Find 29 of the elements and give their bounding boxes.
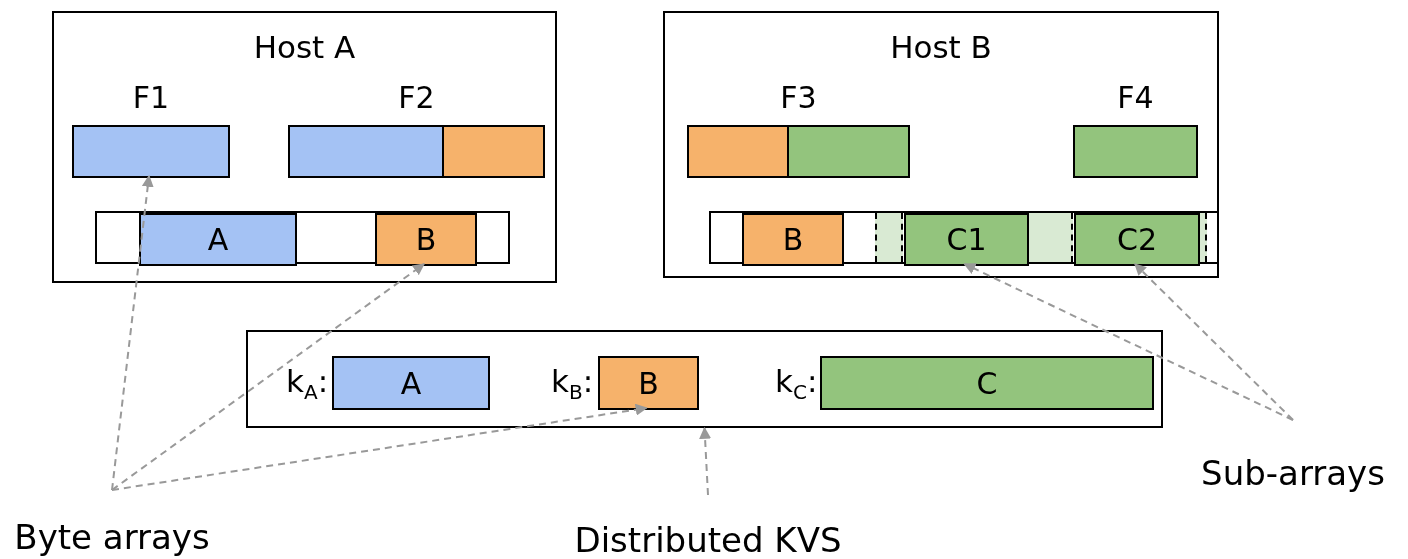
callout-label: Sub-arrays bbox=[1201, 454, 1385, 492]
key-label: k$_{B}$: bbox=[551, 366, 594, 403]
callout-label: Distributed KVS bbox=[574, 521, 842, 559]
data-block: B bbox=[598, 356, 699, 410]
callout-label: Byte arrays bbox=[14, 518, 210, 556]
store-box bbox=[246, 330, 1163, 428]
data-block: B bbox=[375, 213, 477, 266]
data-block: A bbox=[332, 356, 490, 410]
data-block: C1 bbox=[904, 213, 1029, 266]
file-name: F1 bbox=[131, 80, 171, 115]
host-box bbox=[52, 11, 557, 283]
key-label: k$_{A}$: bbox=[286, 366, 329, 403]
arrow bbox=[699, 426, 712, 496]
arrow bbox=[111, 263, 425, 491]
host-box bbox=[663, 11, 1219, 278]
arrow bbox=[963, 263, 1294, 421]
data-block: B bbox=[742, 213, 844, 266]
data-block: C2 bbox=[1074, 213, 1200, 266]
arrow bbox=[111, 403, 648, 491]
data-block: A bbox=[139, 213, 297, 266]
host-title: Host B bbox=[889, 29, 993, 65]
file-name: F3 bbox=[779, 80, 818, 115]
file-name: F4 bbox=[1116, 80, 1155, 115]
key-label: k$_{C}$: bbox=[775, 366, 818, 403]
data-block: C bbox=[820, 356, 1154, 410]
file-name: F2 bbox=[397, 80, 436, 115]
host-title: Host A bbox=[252, 29, 357, 65]
arrow bbox=[111, 174, 154, 491]
arrow bbox=[1134, 263, 1294, 421]
